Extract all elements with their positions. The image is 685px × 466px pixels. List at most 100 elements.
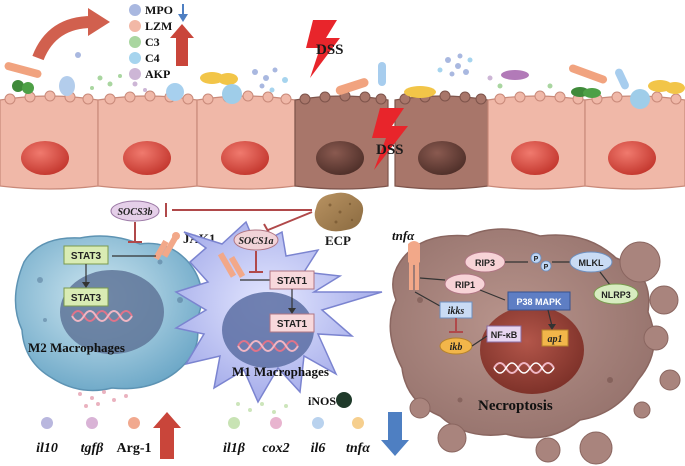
cytokine-label: il10 [36, 441, 58, 456]
dna-helix-icon [493, 362, 555, 374]
epithelial-cell [487, 95, 586, 190]
m2-macrophage-cell [14, 235, 203, 392]
curved-arrow-head [88, 8, 110, 36]
cytokine-dot [128, 417, 140, 429]
cytokine-dot [41, 417, 53, 429]
necroptosis-title: Necroptosis [478, 398, 553, 414]
mpo-decrease-arrow [178, 4, 188, 22]
legend-label: C4 [145, 51, 160, 65]
m2-title: M2 Macrophages [28, 340, 125, 355]
cytokine-label: il1β [223, 441, 246, 456]
damaged-epithelial-cell [294, 95, 389, 190]
m1-secretion-dots [236, 402, 288, 414]
jak1-receptor-icon [153, 232, 181, 261]
cytokine-dot [352, 417, 364, 429]
socs1a-inhibition [249, 251, 263, 273]
legend-swatch [129, 20, 141, 32]
nfkb-node [486, 325, 522, 343]
rip3-label: RIP3 [475, 258, 495, 268]
mlkl-node [569, 251, 613, 273]
necroptosis-cell [389, 228, 681, 465]
tnf-receptor-icon [408, 241, 420, 290]
ikb-label: ikb [450, 342, 463, 353]
epithelial-cell [97, 95, 198, 190]
legend-swatch [129, 68, 141, 80]
legend-swatch [129, 4, 141, 16]
cytokine-dot [312, 417, 324, 429]
cytokine-label: tgfβ [81, 441, 105, 456]
ikks-inhibition [449, 318, 463, 333]
dss-lightning-icon [306, 20, 340, 78]
legend-label: AKP [145, 67, 170, 81]
mlkl-label: MLKL [579, 258, 604, 268]
nlrp3-node [593, 283, 639, 305]
tnf-ligand-label: tnfα [392, 228, 415, 243]
cytokine-dot [228, 417, 240, 429]
dna-helix-icon [237, 340, 299, 352]
legend-swatch [129, 36, 141, 48]
nlrp3-label: NLRP3 [601, 290, 631, 300]
stat1-bottom-label: STAT1 [277, 319, 308, 330]
lumen-microbes [4, 52, 685, 109]
svg-text:P: P [534, 256, 539, 263]
cytokine-label: tnfα [346, 441, 370, 456]
rip1-node [444, 273, 486, 295]
m2-increase-arrow [153, 412, 181, 459]
dss-lightning-icon [372, 108, 408, 170]
increase-curved-arrow [32, 16, 93, 61]
necro-nucleus [480, 306, 584, 394]
p38-mapk-label: P38 MAPK [516, 297, 562, 307]
m2-cytokine-row: il10 tgfβ Arg-1 [36, 417, 152, 456]
ikks-label: ikks [448, 306, 465, 317]
dna-helix-icon [71, 310, 133, 322]
m1-cytokine-row: il1β cox2 il6 tnfα [223, 417, 370, 456]
cytokine-label: cox2 [262, 441, 289, 456]
epithelium-layer [0, 90, 685, 190]
socs3b-label: SOCS3b [117, 207, 152, 218]
socs1a-label: SOCS1a [238, 236, 273, 247]
m1-decrease-arrow [381, 412, 409, 456]
ap1-node [541, 329, 569, 347]
ecp-label: ECP [325, 233, 351, 248]
epithelial-cell [196, 95, 296, 190]
socs3b-inhibition [128, 222, 142, 243]
phospho-p2 [540, 260, 552, 272]
cytokine-dot [270, 417, 282, 429]
stat3-bottom-label: STAT3 [71, 293, 102, 304]
m1-receptor-icon [217, 252, 246, 279]
epithelial-cell [0, 95, 99, 190]
legend-increase-arrow [170, 24, 194, 66]
legend-label: C3 [145, 35, 160, 49]
inos-label: iNOS [308, 394, 336, 408]
stat1-top-label: STAT1 [277, 276, 308, 287]
stat1-bottom-node [269, 313, 315, 333]
inos-dot [336, 392, 352, 408]
cytokine-label: il6 [311, 441, 326, 456]
socs3b-node [110, 200, 160, 222]
ecp-powder-icon [314, 192, 364, 232]
dss-label-top: DSS [316, 42, 344, 58]
stat3-top-label: STAT3 [71, 251, 102, 262]
phospho-p1 [530, 252, 542, 264]
nfkb-label: NF-κB [491, 330, 518, 340]
ap1-label: ap1 [548, 334, 563, 345]
cytokine-dot [86, 417, 98, 429]
dss-label-mid: DSS [376, 142, 404, 158]
epithelial-cell [584, 95, 685, 190]
m2-secretion-dots [78, 390, 128, 408]
legend-label: LZM [145, 19, 172, 33]
p38-mapk-node [507, 291, 571, 311]
ecp-inhibition-lines [165, 203, 313, 239]
m1-title: M1 Macrophages [232, 364, 329, 379]
legend-swatch [129, 52, 141, 64]
rip1-label: RIP1 [455, 280, 475, 290]
stat3-bottom-node [63, 287, 109, 307]
socs1a-node [233, 229, 279, 251]
damaged-epithelial-cell [394, 95, 489, 190]
legend-label: MPO [145, 3, 173, 17]
svg-text:P: P [544, 264, 549, 271]
cytokine-label: Arg-1 [117, 441, 152, 456]
